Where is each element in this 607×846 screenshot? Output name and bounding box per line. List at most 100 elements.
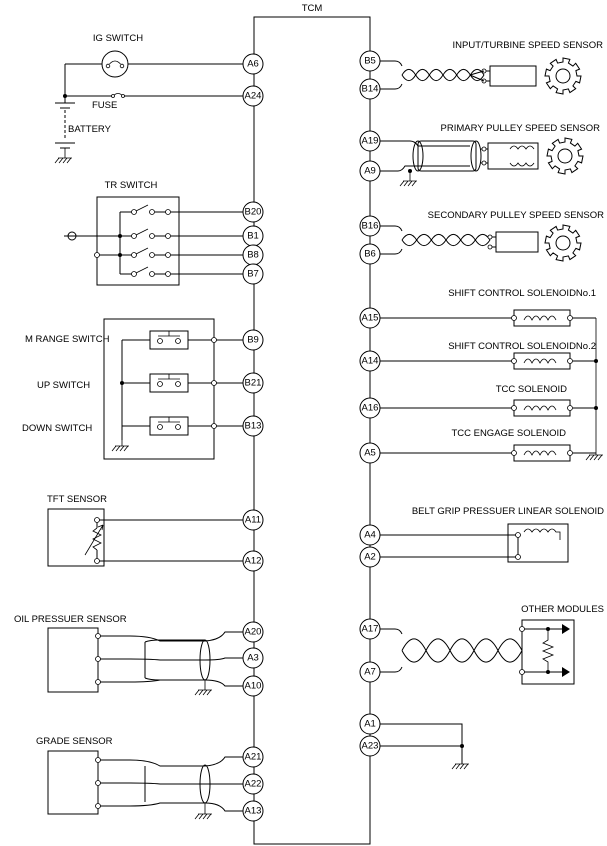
svg-text:A24: A24 [245, 91, 262, 102]
grade-sensor-box [47, 750, 99, 815]
tcm-pin-a21: A21 [242, 746, 264, 768]
tr-switch-box [96, 196, 180, 286]
tcm-pin-a17: A17 [359, 618, 381, 640]
speed-sensor-body [495, 231, 539, 253]
arrow-icon [562, 624, 570, 677]
ground-icon [194, 803, 212, 820]
tcm-pin-a13: A13 [242, 800, 264, 822]
tcm-pin-b14: B14 [359, 78, 381, 100]
ig-switch-symbol [101, 50, 129, 78]
svg-text:A7: A7 [364, 667, 376, 678]
gear-icon [546, 137, 584, 175]
tcm-pin-a11: A11 [242, 509, 264, 531]
oil-pressure-sensor-box [47, 627, 99, 693]
svg-text:B9: B9 [247, 335, 259, 346]
twisted-pair-icon [401, 233, 491, 247]
belt-grip-solenoid-box [507, 523, 569, 563]
shielded-cable [417, 140, 477, 172]
tcc-solenoid-label: TCC SOLENOID [496, 384, 567, 395]
shift-solenoid-1-label: SHIFT CONTROL SOLENOIDNo.1 [448, 288, 596, 299]
tcm-pin-a2: A2 [359, 546, 381, 568]
tcm-pin-b9: B9 [242, 329, 264, 351]
tcm-pin-a23: A23 [359, 735, 381, 757]
svg-text:A21: A21 [245, 752, 262, 763]
input-turbine-sensor-circuit: INPUT/TURBINE SPEED SENSOR [380, 40, 604, 95]
belt-grip-solenoid-circuit: BELT GRIP PRESSUER LINEAR SOLENOID [380, 506, 604, 563]
tcm-pin-b5: B5 [359, 50, 381, 72]
ground-icon [54, 148, 72, 164]
solenoid-coil [380, 399, 596, 417]
other-modules-box [521, 619, 575, 685]
svg-text:A1: A1 [364, 719, 376, 730]
svg-text:B20: B20 [245, 207, 262, 218]
tr-switch-contact [120, 228, 243, 239]
tcm-pin-b20: B20 [242, 201, 264, 223]
svg-text:B7: B7 [247, 269, 259, 280]
speed-sensor-body [487, 142, 539, 170]
svg-text:A13: A13 [245, 806, 262, 817]
ground-icon [399, 171, 417, 187]
tcm-label: TCM [302, 3, 323, 14]
tcm-pin-a15: A15 [359, 307, 381, 329]
twisted-pair-icon [401, 638, 523, 663]
tcm-left-pins: A6A24B20B1B8B7B9B21B13A11A12A20A3A10A21A… [242, 53, 264, 822]
tr-switch-circuit: TR SWITCH [64, 180, 243, 286]
tcm-pin-a20: A20 [242, 621, 264, 643]
tcm-pin-a16: A16 [359, 397, 381, 419]
input-turbine-sensor-label: INPUT/TURBINE SPEED SENSOR [453, 40, 604, 51]
ground-icon [111, 440, 129, 452]
svg-text:A17: A17 [362, 624, 379, 635]
tcm-pin-a5: A5 [359, 442, 381, 464]
svg-text:A22: A22 [245, 779, 262, 790]
other-modules-label: OTHER MODULES [521, 604, 604, 615]
svg-text:A19: A19 [362, 136, 379, 147]
thermistor-icon [92, 527, 102, 551]
tcm-pin-a14: A14 [359, 350, 381, 372]
svg-text:A4: A4 [364, 530, 376, 541]
tft-sensor-label: TFT SENSOR [47, 494, 107, 505]
svg-text:B8: B8 [247, 250, 259, 261]
tcm-pin-b16: B16 [359, 215, 381, 237]
solenoid-coil [380, 444, 596, 462]
tcm-pin-a12: A12 [242, 550, 264, 572]
tr-switch-label: TR SWITCH [105, 180, 158, 191]
tcm-pin-a3: A3 [242, 647, 264, 669]
coil-icon [523, 358, 557, 364]
tcm-pin-b21: B21 [242, 372, 264, 394]
svg-text:A15: A15 [362, 313, 379, 324]
solenoid-circuits: SHIFT CONTROL SOLENOIDNo.1 SHIFT CONTROL… [380, 288, 603, 462]
grade-sensor-circuit: GRADE SENSOR [36, 736, 243, 820]
battery-symbol [55, 102, 75, 109]
push-switch-icon [149, 330, 243, 350]
tft-sensor-circuit: TFT SENSOR [47, 494, 243, 567]
mode-switch-box [103, 318, 215, 460]
tr-switch-contact [120, 247, 243, 258]
svg-text:A2: A2 [364, 552, 376, 563]
tcm-pin-a4: A4 [359, 524, 381, 546]
secondary-pulley-sensor-circuit: SECONDARY PULLEY SPEED SENSOR [380, 210, 604, 262]
tcm-pin-a10: A10 [242, 675, 264, 697]
svg-text:B14: B14 [362, 84, 379, 95]
other-modules-circuit: OTHER MODULES [380, 604, 604, 685]
ground-pins-circuit [380, 723, 469, 770]
svg-text:B6: B6 [364, 249, 376, 260]
svg-text:B16: B16 [362, 221, 379, 232]
svg-text:A23: A23 [362, 741, 379, 752]
solenoid-coil [380, 352, 596, 370]
svg-text:A10: A10 [245, 681, 262, 692]
tcm-box [253, 16, 371, 845]
tcm-pin-a9: A9 [359, 160, 381, 182]
tcm-pin-a22: A22 [242, 773, 264, 795]
svg-text:B13: B13 [245, 421, 262, 432]
shift-solenoid-2-label: SHIFT CONTROL SOLENOIDNo.2 [448, 341, 596, 352]
coil-icon [523, 528, 561, 540]
ground-icon [451, 763, 469, 770]
primary-pulley-sensor-circuit: PRIMARY PULLEY SPEED SENSOR [380, 123, 600, 187]
tcm-pin-b13: B13 [242, 415, 264, 437]
speed-sensor-body [489, 65, 537, 87]
svg-text:A11: A11 [245, 515, 261, 526]
svg-text:A9: A9 [364, 166, 376, 177]
tcm-pin-a24: A24 [242, 85, 264, 107]
